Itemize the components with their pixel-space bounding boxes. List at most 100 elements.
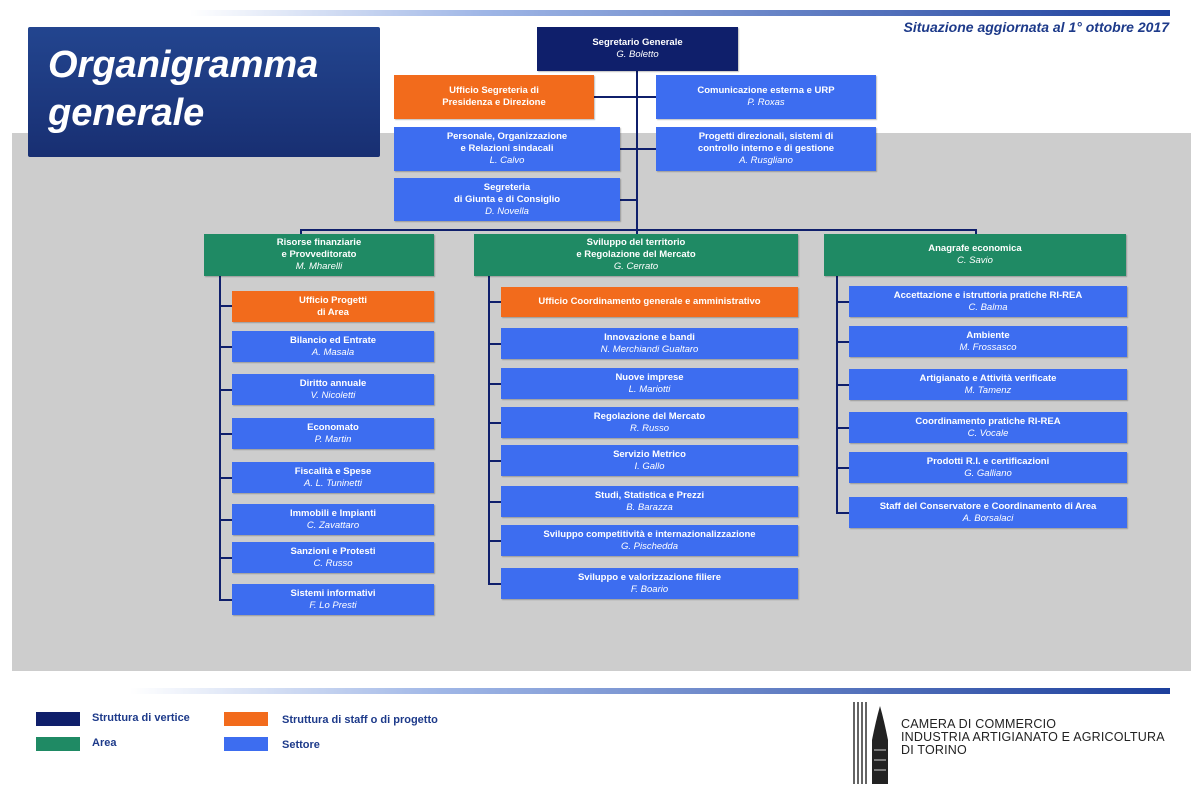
box-name: L. Calvo bbox=[489, 155, 525, 166]
connector-area1-tick bbox=[219, 346, 232, 348]
box-name: A. Borsalaci bbox=[962, 512, 1014, 524]
box-label: Studi, Statistica e Prezzi bbox=[594, 489, 705, 501]
box-name: B. Barazza bbox=[626, 501, 673, 513]
box-label: di Giunta e di Consiglio bbox=[453, 193, 561, 205]
area3-settore-box: Artigianato e Attività verificate M. Tam… bbox=[849, 369, 1127, 400]
box-label: Coordinamento pratiche RI-REA bbox=[915, 415, 1061, 427]
box-name: G. Cerrato bbox=[613, 261, 659, 272]
area2-settore-box: Innovazione e bandi N. Merchiandi Gualta… bbox=[501, 328, 798, 359]
connector-area1-drop bbox=[300, 229, 302, 234]
staff-presidenza-box: Ufficio Segreteria di Presidenza e Direz… bbox=[394, 75, 594, 119]
connector-area1-tick bbox=[219, 557, 232, 559]
connector-area2-spine bbox=[488, 276, 490, 584]
staff-personale-box: Personale, Organizzazione e Relazioni si… bbox=[394, 127, 620, 171]
box-name: R. Russo bbox=[629, 422, 670, 434]
connector-staff-right-2 bbox=[638, 148, 656, 150]
box-label: e Provveditorato bbox=[281, 249, 357, 260]
staff-progetti-box: Progetti direzionali, sistemi di control… bbox=[656, 127, 876, 171]
box-label: Ufficio Progetti bbox=[298, 294, 368, 306]
area3-settore-box: Coordinamento pratiche RI-REA C. Vocale bbox=[849, 412, 1127, 443]
box-label: Comunicazione esterna e URP bbox=[697, 85, 835, 96]
legend-swatch-staff bbox=[224, 712, 268, 726]
area3-settore-box: Prodotti R.I. e certificazioni G. Gallia… bbox=[849, 452, 1127, 483]
box-name: C. Vocale bbox=[967, 427, 1009, 439]
box-label: Sistemi informativi bbox=[290, 587, 376, 599]
box-label: Sanzioni e Protesti bbox=[290, 545, 376, 557]
box-name: C. Zavattaro bbox=[306, 519, 360, 531]
connector-area2-tick bbox=[488, 583, 501, 585]
connector-area1-tick bbox=[219, 433, 232, 435]
box-label: Regolazione del Mercato bbox=[593, 410, 706, 422]
connector-staff-left-3 bbox=[620, 199, 636, 201]
box-label: Immobili e Impianti bbox=[289, 507, 377, 519]
box-name: V. Nicoletti bbox=[310, 389, 356, 401]
connector-area2-tick bbox=[488, 460, 501, 462]
box-label: Fiscalità e Spese bbox=[294, 465, 372, 477]
box-label: Accettazione e istruttoria pratiche RI-R… bbox=[893, 289, 1083, 301]
box-label: Personale, Organizzazione bbox=[446, 131, 568, 142]
area1-settore-box: Sistemi informativi F. Lo Presti bbox=[232, 584, 434, 615]
connector-area3-tick bbox=[836, 467, 849, 469]
box-name: C. Savio bbox=[957, 255, 993, 266]
area2-settore-box: Servizio Metrico I. Gallo bbox=[501, 445, 798, 476]
box-name: N. Merchiandi Gualtaro bbox=[600, 343, 699, 355]
box-name: A. L. Tuninetti bbox=[304, 477, 362, 489]
area2-settore-box: Studi, Statistica e Prezzi B. Barazza bbox=[501, 486, 798, 517]
box-label: Sviluppo del territorio bbox=[586, 237, 686, 248]
area2-settore-box: Sviluppo competitività e internazionaliz… bbox=[501, 525, 798, 556]
connector-area1-tick bbox=[219, 477, 232, 479]
connector-areas-horizontal bbox=[300, 229, 977, 231]
title-line2: generale bbox=[48, 92, 205, 134]
box-label: Segreteria bbox=[483, 181, 531, 193]
logo-line3: DI TORINO bbox=[901, 743, 967, 757]
box-name: L. Mariotti bbox=[628, 383, 671, 395]
connector-area2-tick bbox=[488, 501, 501, 503]
box-label: Prodotti R.I. e certificazioni bbox=[926, 455, 1050, 467]
area1-settore-box: Immobili e Impianti C. Zavattaro bbox=[232, 504, 434, 535]
box-label: Nuove imprese bbox=[615, 371, 684, 383]
area3-settore-box: Staff del Conservatore e Coordinamento d… bbox=[849, 497, 1127, 528]
staff-giunta-box: Segreteria di Giunta e di Consiglio D. N… bbox=[394, 178, 620, 221]
title-line1: Organigramma bbox=[48, 44, 319, 86]
box-name: M. Tamenz bbox=[964, 384, 1012, 396]
connector-area3-drop bbox=[975, 229, 977, 234]
box-name: A. Rusgliano bbox=[739, 155, 793, 166]
connector-area3-tick bbox=[836, 512, 849, 514]
page-title: Organigramma generale bbox=[28, 27, 380, 157]
connector-area3-tick bbox=[836, 427, 849, 429]
logo-line2: INDUSTRIA ARTIGIANATO E AGRICOLTURA bbox=[901, 730, 1165, 744]
legend-label-staff: Struttura di staff o di progetto bbox=[282, 714, 438, 726]
box-name: G. Galliano bbox=[964, 467, 1012, 479]
connector-area3-tick bbox=[836, 341, 849, 343]
chamber-logo-text: CAMERA DI COMMERCIO INDUSTRIA ARTIGIANAT… bbox=[901, 718, 1165, 757]
box-name: C. Balma bbox=[968, 301, 1008, 313]
connector-staff-left-1 bbox=[594, 96, 636, 98]
area1-settore-box: Diritto annuale V. Nicoletti bbox=[232, 374, 434, 405]
box-name: F. Lo Presti bbox=[309, 599, 357, 611]
connector-area1-tick bbox=[219, 519, 232, 521]
legend-label-vertice: Struttura di vertice bbox=[92, 712, 190, 724]
box-label: controllo interno e di gestione bbox=[697, 143, 835, 154]
bottom-accent-bar bbox=[130, 688, 1170, 694]
area2-settore-box: Sviluppo e valorizzazione filiere F. Boa… bbox=[501, 568, 798, 599]
staff-comunicazione-box: Comunicazione esterna e URP P. Roxas bbox=[656, 75, 876, 119]
logo-line1: CAMERA DI COMMERCIO bbox=[901, 717, 1057, 731]
box-name: P. Roxas bbox=[747, 97, 785, 108]
box-label: Staff del Conservatore e Coordinamento d… bbox=[879, 500, 1097, 512]
area2-staff-box: Ufficio Coordinamento generale e amminis… bbox=[501, 287, 798, 317]
legend-swatch-vertice bbox=[36, 712, 80, 726]
legend-swatch-settore bbox=[224, 737, 268, 751]
box-label: Ufficio Coordinamento generale e amminis… bbox=[538, 296, 761, 307]
connector-area1-tick bbox=[219, 389, 232, 391]
area2-settore-box: Regolazione del Mercato R. Russo bbox=[501, 407, 798, 438]
top-accent-bar bbox=[190, 10, 1170, 16]
segretario-generale-box: Segretario Generale G. Boletto bbox=[537, 27, 738, 71]
area2-settore-box: Nuove imprese L. Mariotti bbox=[501, 368, 798, 399]
box-label: Ambiente bbox=[966, 329, 1010, 341]
box-label: Innovazione e bandi bbox=[604, 331, 695, 343]
connector-area2-tick bbox=[488, 301, 501, 303]
legend-label-settore: Settore bbox=[282, 739, 320, 751]
box-label: Economato bbox=[307, 421, 359, 433]
area3-settore-box: Accettazione e istruttoria pratiche RI-R… bbox=[849, 286, 1127, 317]
area1-settore-box: Economato P. Martin bbox=[232, 418, 434, 449]
